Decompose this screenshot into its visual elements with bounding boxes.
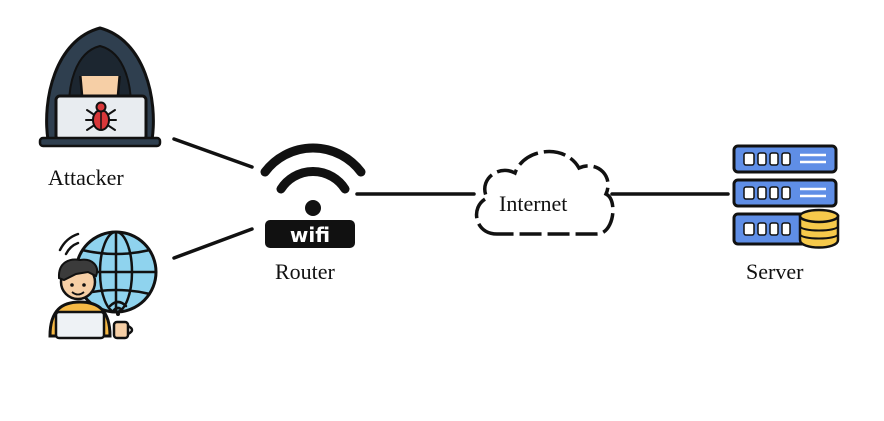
wifi-router-icon: wifi	[260, 143, 366, 248]
server-unit-2	[732, 178, 838, 208]
user-globe-laptop-icon	[48, 230, 158, 340]
cloud-icon	[474, 150, 615, 236]
connections	[172, 137, 730, 260]
bug-icon	[85, 101, 117, 131]
database-icon	[798, 208, 840, 249]
server-label: Server	[746, 259, 804, 284]
server-rack-icon	[732, 144, 840, 249]
edge-attacker-router	[172, 137, 254, 169]
internet-label: Internet	[499, 191, 568, 216]
wifi-text: wifi	[290, 223, 330, 247]
attacker-label: Attacker	[48, 165, 124, 190]
router-label: Router	[275, 259, 335, 284]
server-unit-1	[732, 144, 838, 174]
edge-user-router	[172, 227, 254, 260]
hacker-laptop-icon	[38, 26, 162, 148]
